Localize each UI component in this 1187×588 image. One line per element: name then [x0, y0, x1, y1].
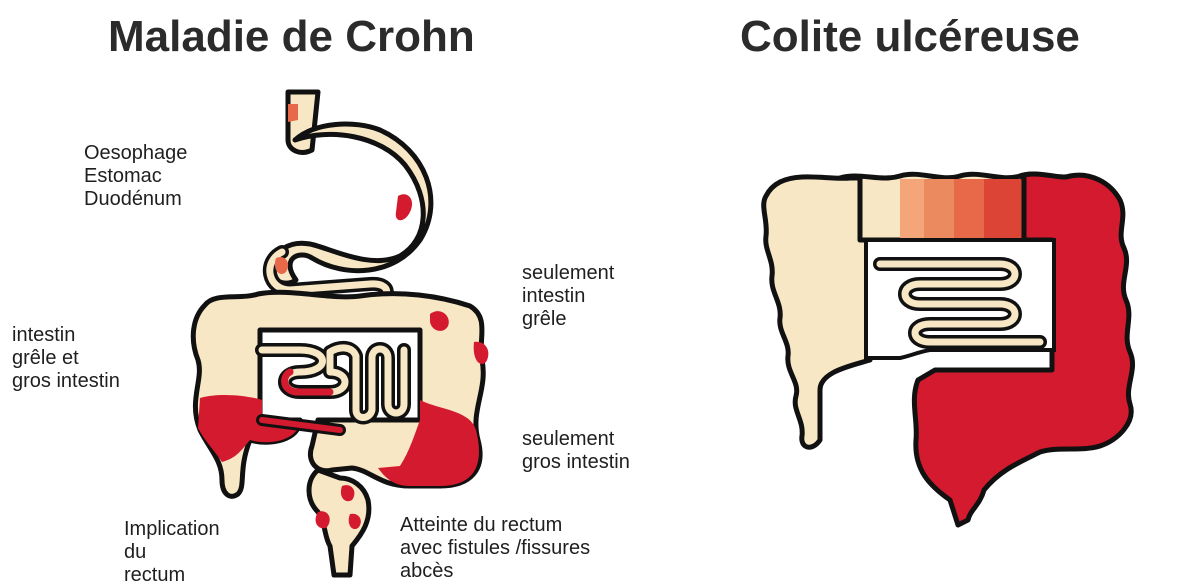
crohn-stomach-lesion	[396, 194, 412, 220]
label-large-only-line: gros intestin	[522, 451, 630, 474]
label-rectum-involvement-line: du	[124, 541, 220, 564]
colitis-transverse-moderate	[924, 179, 954, 239]
colitis-transverse-mild	[900, 179, 924, 239]
colitis-ascending	[764, 177, 870, 447]
crohn-rectum-lesion-2	[316, 511, 330, 528]
label-upper-gi-line: Oesophage	[84, 142, 187, 165]
label-upper-gi-line: Duodénum	[84, 188, 187, 211]
label-small-and-large: intestin grêle et gros intestin	[12, 324, 120, 393]
crohn-diagram	[193, 92, 488, 575]
label-upper-gi-line: Estomac	[84, 165, 187, 188]
label-rectum-involvement: Implication du rectum	[124, 518, 220, 587]
label-small-and-large-line: intestin	[12, 324, 120, 347]
colitis-transverse-severe	[984, 179, 1024, 239]
label-rectum-fistulas-line: abcès	[400, 560, 590, 583]
label-rectum-involvement-line: Implication	[124, 518, 220, 541]
label-large-only-line: seulement	[522, 428, 630, 451]
label-rectum-fistulas-line: avec fistules /fissures	[400, 537, 590, 560]
label-small-only-line: grêle	[522, 308, 614, 331]
label-upper-gi: Oesophage Estomac Duodénum	[84, 142, 187, 211]
colitis-transverse-moderate-2	[954, 179, 984, 239]
crohn-esophagus-lesion	[288, 104, 298, 122]
label-large-only: seulement gros intestin	[522, 428, 630, 474]
label-rectum-fistulas-line: Atteinte du rectum	[400, 514, 590, 537]
label-small-and-large-line: gros intestin	[12, 370, 120, 393]
label-rectum-fistulas: Atteinte du rectum avec fistules /fissur…	[400, 514, 590, 583]
crohn-esophagus	[288, 92, 318, 152]
colitis-diagram	[764, 174, 1133, 525]
label-small-only-line: intestin	[522, 285, 614, 308]
label-small-only: seulement intestin grêle	[522, 262, 614, 331]
label-small-only-line: seulement	[522, 262, 614, 285]
label-small-and-large-line: grêle et	[12, 347, 120, 370]
label-rectum-involvement-line: rectum	[124, 564, 220, 587]
